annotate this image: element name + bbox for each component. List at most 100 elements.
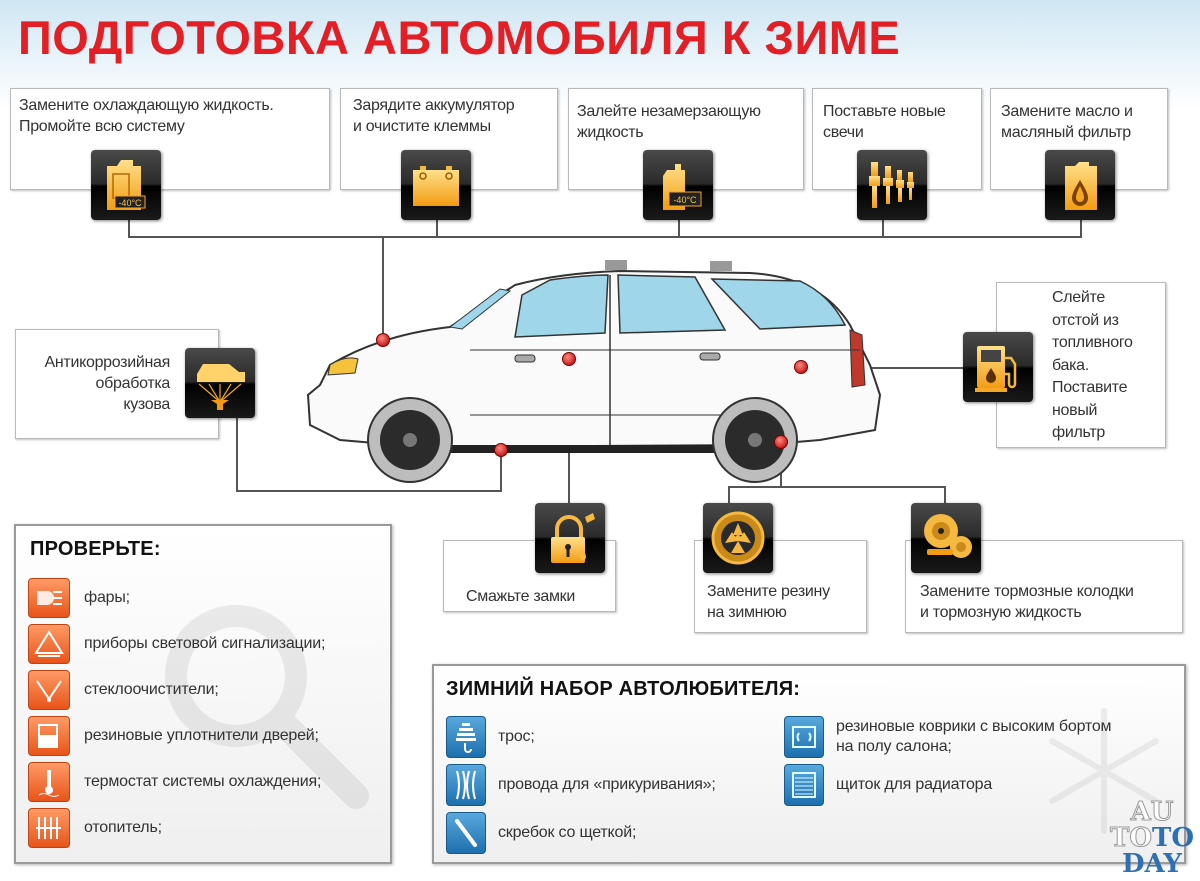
- battery-icon: [401, 150, 471, 220]
- kit-item-label: скребок со щеткой;: [498, 824, 637, 841]
- check-item-label: отопитель;: [84, 819, 162, 836]
- task-fuel-line7: фильтр: [1052, 424, 1105, 441]
- check-item-label: резиновые уплотнители дверей;: [84, 727, 319, 744]
- kit-item-label: резиновые коврики с высоким бортом на пол…: [836, 717, 1112, 757]
- page-title: ПОДГОТОВКА АВТОМОБИЛЯ К ЗИМЕ: [18, 11, 901, 64]
- check-item-label: приборы световой сигнализации;: [84, 635, 326, 652]
- kit-item-jumper-cables: провода для «прикуривания»;: [446, 764, 716, 806]
- kit-item-tow-rope: трос;: [446, 716, 535, 758]
- marker-wheel: [774, 435, 788, 449]
- kit-item-label: трос;: [498, 728, 535, 745]
- spark-plugs-icon: [857, 150, 927, 220]
- connector-v4: [882, 218, 884, 237]
- connector-top-horizontal: [128, 236, 1082, 238]
- connector-v3: [678, 218, 680, 237]
- task-spark-plugs-line1: Поставьте новые: [823, 103, 946, 120]
- car-illustration: [306, 260, 882, 483]
- snowflake-watermark-icon: [1049, 708, 1159, 834]
- svg-text:-40°C: -40°C: [118, 198, 142, 208]
- connector-v5: [1080, 218, 1082, 237]
- task-coolant-line1: Замените охлаждающую жидкость.: [19, 97, 274, 114]
- connector-anticorrosion-h: [236, 490, 502, 492]
- task-spark-plugs-line2: свечи: [823, 124, 864, 141]
- floor-mat-icon: [784, 716, 824, 758]
- task-fuel-line5: Поставите: [1052, 379, 1128, 396]
- connector-car-under: [500, 452, 502, 491]
- check-item-door-seals: резиновые уплотнители дверей;: [28, 716, 319, 756]
- task-battery-line2: и очистите клеммы: [353, 118, 491, 135]
- connector-v1: [128, 218, 130, 237]
- tire-icon: [703, 503, 773, 573]
- car-underbody-spray-icon: [185, 348, 255, 418]
- connector-anticorrosion-v: [236, 414, 238, 491]
- jumper-cables-icon: [446, 764, 486, 806]
- check-item-label: стеклоочистители;: [84, 681, 219, 698]
- task-locks: Смажьте замки: [443, 540, 616, 612]
- antifreeze-bottle-icon: -40°C: [643, 150, 713, 220]
- radiator-shield-icon: [784, 764, 824, 806]
- connector-brake-v: [944, 486, 946, 504]
- check-item-label: фары;: [84, 589, 130, 606]
- fuel-pump-icon: [963, 332, 1033, 402]
- check-item-headlights: фары;: [28, 578, 130, 618]
- magnifier-watermark-icon: [165, 605, 369, 809]
- kit-item-label: щиток для радиатора: [836, 776, 993, 793]
- kit-item-floor-mats-line1: резиновые коврики с высоким бортом: [836, 718, 1112, 735]
- kit-item-label: провода для «прикуривания»;: [498, 776, 716, 793]
- task-brakes-line2: и тормозную жидкость: [920, 604, 1082, 621]
- warning-triangle-icon: [28, 624, 70, 664]
- coolant-canister-icon: -40°C: [91, 150, 161, 220]
- connector-battery-to-car: [382, 236, 384, 340]
- connector-tire-v: [728, 486, 730, 504]
- check-item-thermostat: термостат системы охлаждения;: [28, 762, 321, 802]
- marker-underbody: [494, 443, 508, 457]
- task-fuel-line4: бака.: [1052, 356, 1089, 374]
- check-panel-title: ПРОВЕРЬТЕ:: [30, 538, 161, 560]
- svg-text:-40°C: -40°C: [673, 195, 697, 205]
- task-fuel-line1: Слейте: [1052, 289, 1105, 306]
- task-anticorrosion-line2: обработка: [95, 375, 171, 392]
- thermostat-icon: [28, 762, 70, 802]
- ice-scraper-icon: [446, 812, 486, 854]
- task-fuel-line3: топливного: [1052, 334, 1133, 351]
- task-oil-line2: масляный фильтр: [1001, 124, 1131, 141]
- headlight-icon: [28, 578, 70, 618]
- heater-icon: [28, 808, 70, 848]
- watermark-line2a: TO: [1110, 823, 1153, 853]
- check-item-signal-lights: приборы световой сигнализации;: [28, 624, 325, 664]
- check-panel: ПРОВЕРЬТЕ: фары; приборы световой сигнал…: [14, 524, 392, 864]
- watermark-line1: AU: [1130, 797, 1174, 827]
- kit-item-floor-mats-line2: на полу салона;: [836, 738, 952, 755]
- task-coolant: Замените охлаждающую жидкость. Промойте …: [10, 88, 330, 190]
- check-item-wipers: стеклоочистители;: [28, 670, 219, 710]
- task-brakes: Замените тормозные колодки и тормозную ж…: [905, 540, 1183, 633]
- watermark-line2b: TO: [1152, 823, 1194, 853]
- kit-item-scraper: скребок со щеткой;: [446, 812, 636, 854]
- oil-canister-icon: [1045, 150, 1115, 220]
- winter-kit-title: ЗИМНИЙ НАБОР АВТОЛЮБИТЕЛЯ:: [446, 678, 801, 700]
- wiper-icon: [28, 670, 70, 710]
- autotoday-watermark: AU TOTO DAY: [1110, 797, 1195, 879]
- kit-item-floor-mats: резиновые коврики с высоким бортом на пол…: [784, 716, 1112, 758]
- task-fuel-line2: отстой из: [1052, 311, 1119, 329]
- door-seal-icon: [28, 716, 70, 756]
- task-brakes-line1: Замените тормозные колодки: [920, 583, 1134, 600]
- marker-fuel: [794, 360, 808, 374]
- task-anticorrosion-line3: кузова: [123, 396, 170, 413]
- task-locks-line1: Смажьте замки: [466, 588, 576, 605]
- check-item-label: термостат системы охлаждения;: [84, 773, 322, 790]
- check-item-heater: отопитель;: [28, 808, 162, 848]
- lock-lubricate-icon: [535, 503, 605, 573]
- marker-lock: [562, 352, 576, 366]
- task-tires-line1: Замените резину: [707, 583, 830, 600]
- marker-battery: [376, 333, 390, 347]
- connector-wheel-h: [728, 486, 946, 488]
- tow-rope-icon: [446, 716, 486, 758]
- winter-kit-panel: ЗИМНИЙ НАБОР АВТОЛЮБИТЕЛЯ: трос; провода…: [432, 664, 1186, 864]
- task-fuel-line6: новый: [1052, 401, 1098, 419]
- watermark-line3: DAY: [1122, 849, 1182, 879]
- connector-v2: [436, 218, 438, 237]
- connector-fuel: [800, 367, 965, 369]
- task-antifreeze-line1: Залейте незамерзающую: [577, 103, 761, 120]
- kit-item-radiator-shield: щиток для радиатора: [784, 764, 992, 806]
